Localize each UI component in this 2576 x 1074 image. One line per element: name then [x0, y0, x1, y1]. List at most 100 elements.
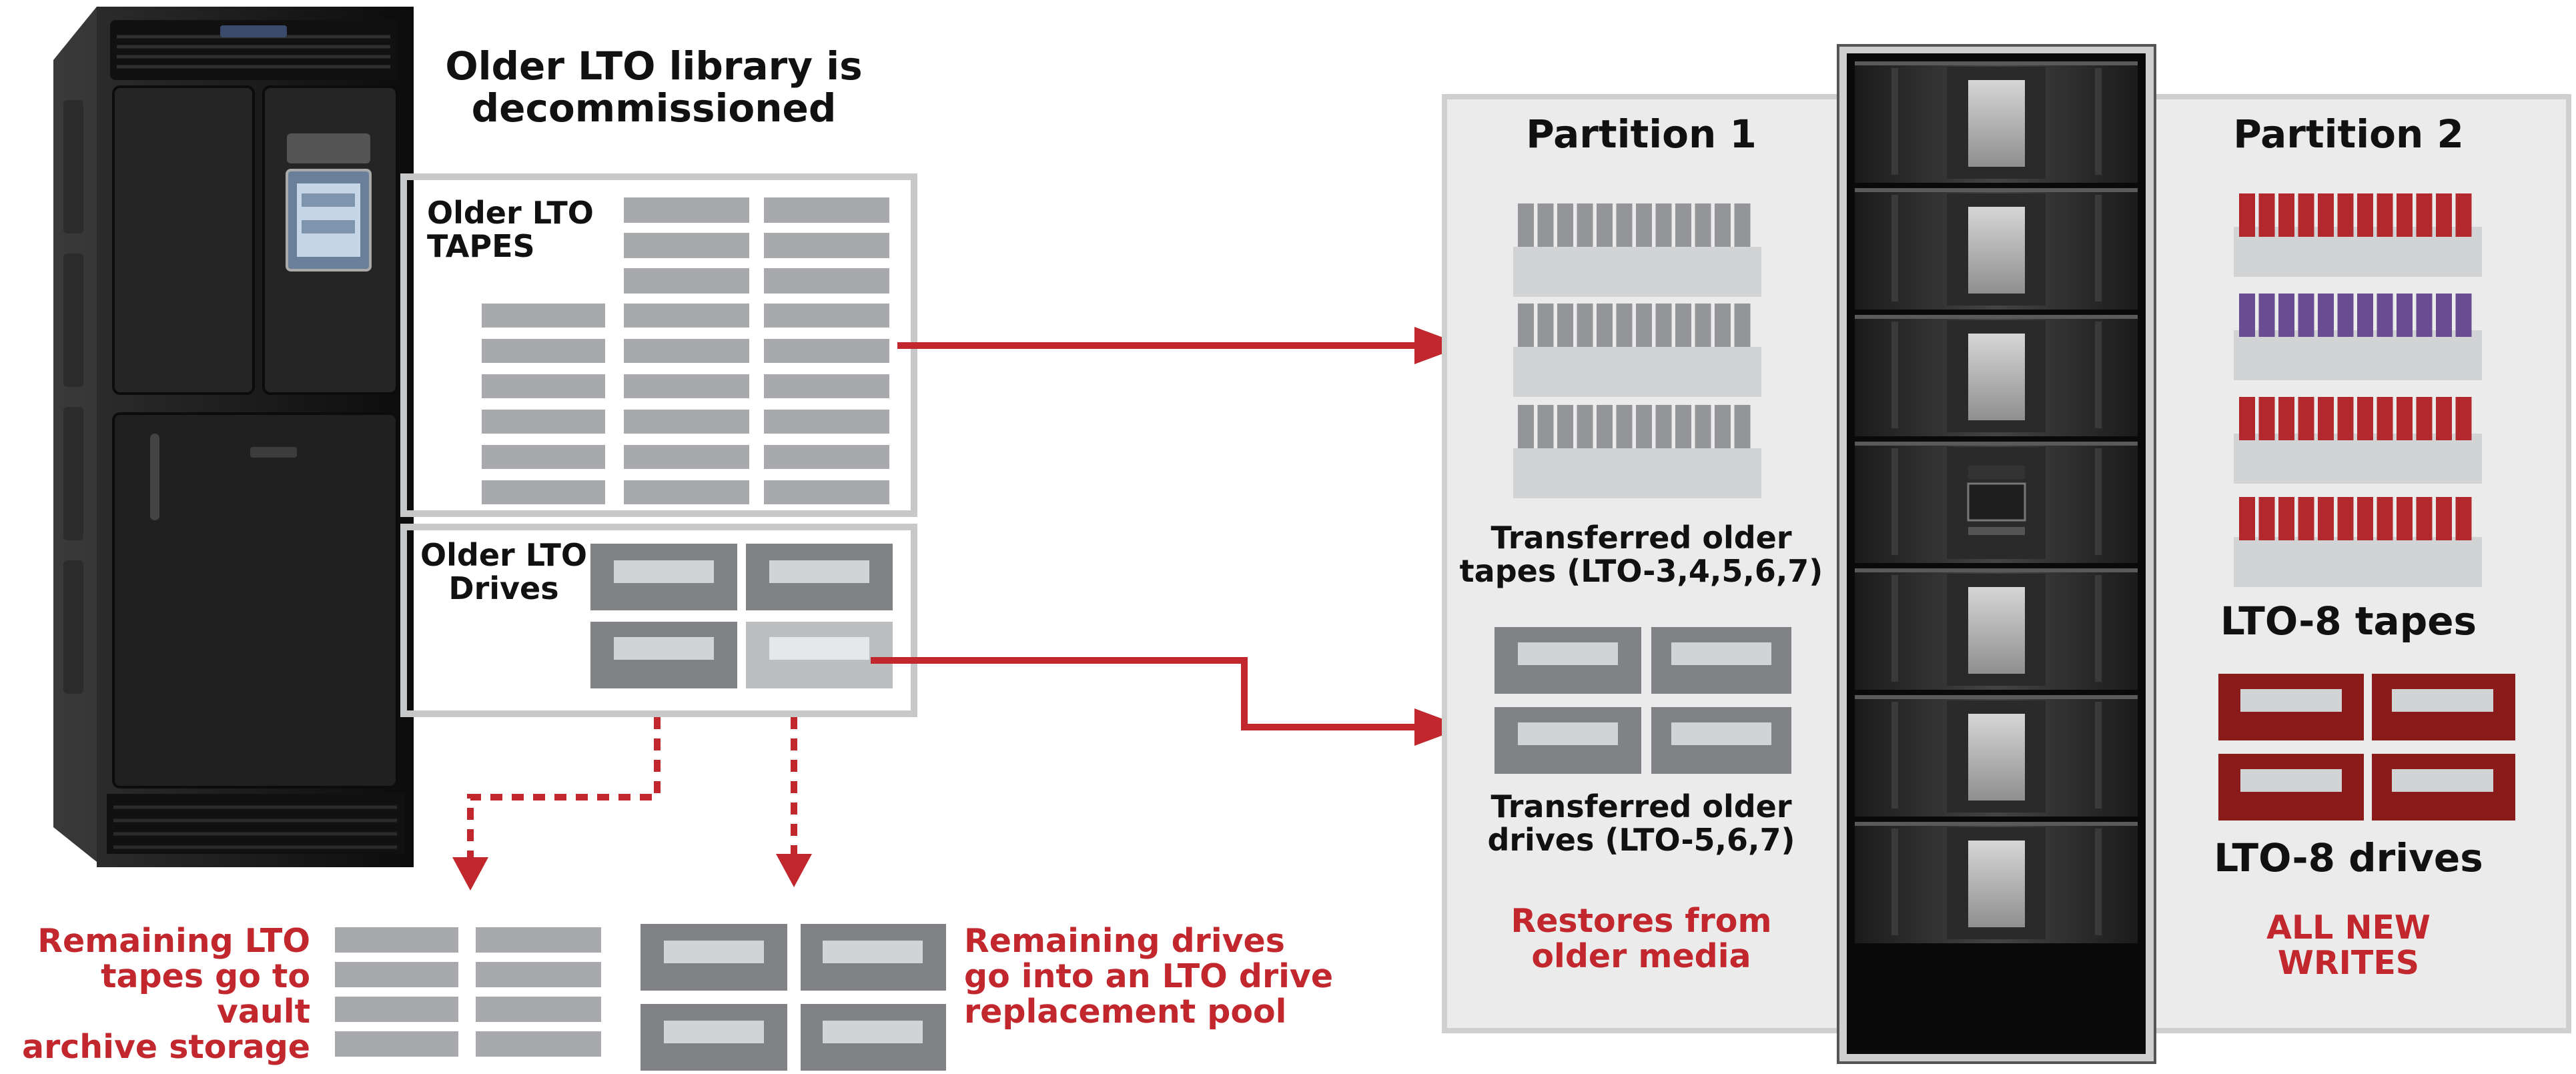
tape-slot [1577, 405, 1593, 448]
tape-slot [1537, 304, 1554, 347]
tape-slot [1636, 405, 1652, 448]
remaining-tapes-text: Remaining LTO tapes go to vault archive … [22, 922, 310, 1066]
tape-slot [2337, 497, 2354, 540]
dotted-arrow-drives-to-pool [776, 717, 812, 887]
tape-slot [2397, 397, 2413, 440]
tape-slot [1695, 304, 1711, 347]
tape-slot [2397, 294, 2413, 337]
tape-slot [2436, 294, 2452, 337]
tape-slot [1557, 203, 1573, 247]
tape-slot [2278, 294, 2294, 337]
dotted-arrow-tapes-to-vault [452, 717, 661, 891]
partition2-tapes-caption: LTO-8 tapes [2220, 598, 2477, 644]
new-library-rack-icon [1837, 44, 2156, 1064]
partition1-drives-caption: Transferred older drives (LTO-5,6,7) [1487, 788, 1795, 858]
tape-slot [2416, 294, 2433, 337]
tape-slot [1557, 304, 1573, 347]
tape-slot [1675, 405, 1691, 448]
partition1-drives [1494, 627, 1791, 774]
partition2-lto8-drives [2218, 674, 2515, 821]
tape-slot [2357, 497, 2373, 540]
tape-slot [2298, 294, 2314, 337]
tape-slot [2298, 193, 2314, 237]
tape-slot [2278, 397, 2294, 440]
tape-slot [2377, 294, 2393, 337]
tape-slot [1537, 203, 1554, 247]
tape-slot [2455, 497, 2472, 540]
tape-slot [2337, 193, 2354, 237]
tape-slot [2357, 294, 2373, 337]
partition1-title: Partition 1 [1526, 111, 1757, 157]
tape-slot [2278, 193, 2294, 237]
rack-window [1968, 334, 2025, 420]
tape-slot [2357, 397, 2373, 440]
tape-slot [2258, 497, 2275, 540]
tape-slot [1636, 203, 1652, 247]
tape-slot [2377, 397, 2393, 440]
tape-slot [1518, 304, 1534, 347]
tape-slot [2397, 497, 2413, 540]
partition2-tape-slots [2239, 193, 2472, 540]
tape-slot [2298, 497, 2314, 540]
tape-slot [2258, 193, 2275, 237]
tape-slot [2377, 497, 2393, 540]
tape-slot [1616, 304, 1633, 347]
tape-slot [1715, 203, 1731, 247]
old-library-heading: Older LTO library is decommissioned [445, 43, 863, 131]
tape-slot [1636, 304, 1652, 347]
old-library-drives-panel [400, 524, 917, 717]
tape-slot [2318, 497, 2334, 540]
tape-slot [1616, 203, 1633, 247]
tape-slot [1695, 405, 1711, 448]
tape-slot [2397, 193, 2413, 237]
tape-slot [1557, 405, 1573, 448]
partition2-title: Partition 2 [2233, 111, 2464, 157]
tape-slot [2416, 397, 2433, 440]
tape-slot [1655, 203, 1672, 247]
tape-slot [2455, 193, 2472, 237]
tape-slot [2455, 397, 2472, 440]
tape-slot [2436, 497, 2452, 540]
tape-slot [2337, 397, 2354, 440]
tape-slot [2377, 193, 2393, 237]
partition1-tape-slots [1518, 203, 1751, 448]
tape-slot [1734, 304, 1751, 347]
tape-slot [2416, 497, 2433, 540]
partition1-tapes [1513, 247, 1761, 498]
arrow-tapes-to-partition1 [897, 327, 1464, 364]
tape-slot [2318, 193, 2334, 237]
tape-slot [1518, 203, 1534, 247]
tape-slot [2455, 294, 2472, 337]
tape-slot [2239, 294, 2255, 337]
old-library-cabinet-icon [53, 7, 414, 867]
partition1-tapes-caption: Transferred older tapes (LTO-3,4,5,6,7) [1459, 520, 1823, 589]
tape-slot [2337, 294, 2354, 337]
tape-slot [1577, 304, 1593, 347]
rack-window [1968, 587, 2025, 674]
tape-slot [2239, 193, 2255, 237]
tape-slot [2278, 497, 2294, 540]
tape-slot [2318, 294, 2334, 337]
tape-slot [1577, 203, 1593, 247]
tape-slot [2258, 294, 2275, 337]
rack-window [1968, 207, 2025, 294]
partition2-purpose: ALL NEW WRITES [2266, 909, 2431, 982]
tape-slot [2436, 193, 2452, 237]
tape-slot [1537, 405, 1554, 448]
tape-slot [1597, 405, 1613, 448]
tape-slot [1597, 304, 1613, 347]
tape-slot [1695, 203, 1711, 247]
tape-slot [1655, 304, 1672, 347]
rack-window [1968, 714, 2025, 800]
tape-slot [1616, 405, 1633, 448]
rack-window [1968, 80, 2025, 167]
tape-slot [2239, 397, 2255, 440]
tape-slot [1734, 405, 1751, 448]
tape-slot [2436, 397, 2452, 440]
tape-slot [2258, 397, 2275, 440]
tape-slot [1597, 203, 1613, 247]
tape-slot [2298, 397, 2314, 440]
tape-slot [2318, 397, 2334, 440]
tape-slot [1715, 405, 1731, 448]
